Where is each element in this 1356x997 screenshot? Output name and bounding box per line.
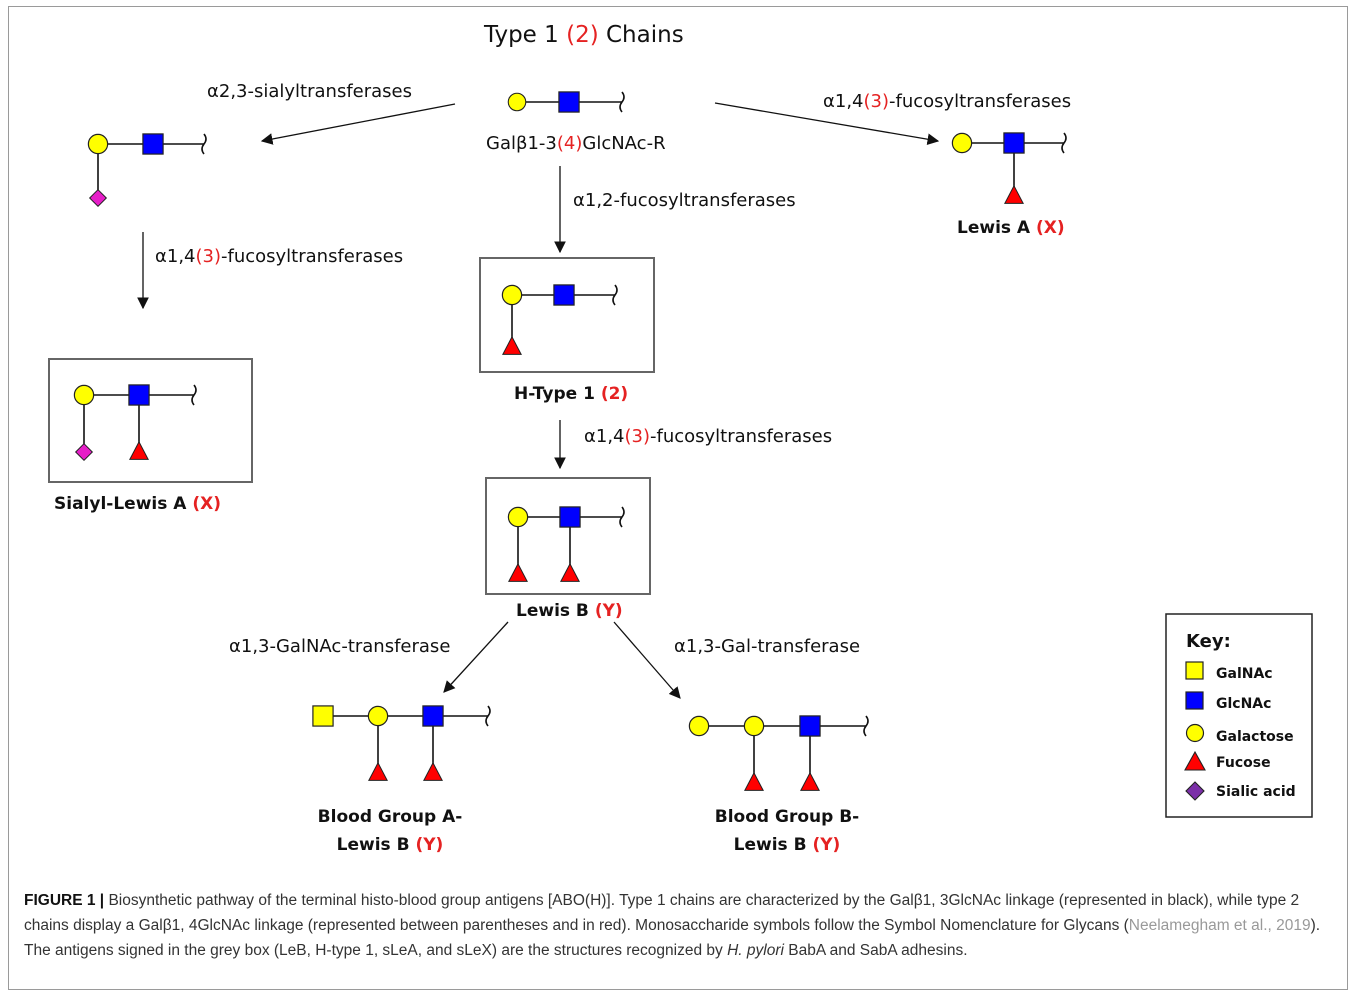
bga-glycan bbox=[323, 705, 491, 772]
caption-species: H. pylori bbox=[727, 942, 784, 959]
sialic-acid-icon bbox=[75, 443, 93, 461]
galactose-icon bbox=[743, 715, 765, 737]
arrows bbox=[137, 102, 940, 699]
caption-label: FIGURE 1 | bbox=[24, 892, 105, 909]
enzyme-fuc14-top: α1,4(3)-fucosyltransferases bbox=[823, 91, 1071, 112]
caption-text-3: BabA and SabA adhesins. bbox=[783, 942, 968, 959]
galactose-icon bbox=[688, 715, 710, 737]
h-type-label: H-Type 1 (2) bbox=[514, 384, 628, 404]
glcnac-icon bbox=[553, 284, 575, 306]
fucose-icon bbox=[368, 762, 388, 781]
key-glcnac: GlcNAc bbox=[1216, 696, 1271, 712]
fucose-icon bbox=[1004, 185, 1024, 204]
key-title: Key: bbox=[1186, 631, 1231, 652]
fucose-icon bbox=[744, 772, 764, 791]
enzyme-galnac-t: α1,3-GalNAc-transferase bbox=[229, 636, 450, 657]
sialyl-lewis-label: Sialyl-Lewis A (X) bbox=[54, 494, 221, 514]
key-box bbox=[1165, 613, 1313, 818]
key-galactose: Galactose bbox=[1216, 729, 1294, 745]
key-fucose: Fucose bbox=[1216, 755, 1271, 771]
glcnac-key-icon bbox=[1185, 691, 1204, 710]
fucose-icon bbox=[423, 762, 443, 781]
glcnac-icon bbox=[128, 384, 150, 406]
galnac-icon bbox=[312, 705, 334, 727]
fucose-icon bbox=[502, 336, 522, 355]
caption-text-2: ). The antigens signed in the grey box (… bbox=[24, 917, 1321, 959]
arrow-lewis-a bbox=[714, 102, 940, 145]
lewis-b-box bbox=[485, 477, 651, 595]
sialic-acid-icon bbox=[89, 189, 107, 207]
galactose-icon bbox=[87, 133, 109, 155]
bgb-glycan bbox=[699, 715, 869, 782]
figure-caption: FIGURE 1 | Biosynthetic pathway of the t… bbox=[24, 888, 1336, 963]
galactose-icon bbox=[507, 92, 527, 112]
glcnac-icon bbox=[799, 715, 821, 737]
enzyme-sialyl: α2,3-sialyltransferases bbox=[207, 81, 412, 102]
galactose-key-icon bbox=[1185, 723, 1205, 743]
galactose-icon bbox=[951, 132, 973, 154]
key-sialic-acid: Sialic acid bbox=[1216, 784, 1296, 800]
galactose-icon bbox=[507, 506, 529, 528]
key-galnac: GalNAc bbox=[1216, 666, 1273, 682]
glcnac-icon bbox=[559, 506, 581, 528]
caption-text: Biosynthetic pathway of the terminal his… bbox=[24, 892, 1300, 934]
bgb-label-line1: Blood Group B- bbox=[715, 807, 859, 827]
fucose-icon bbox=[129, 441, 149, 460]
figure-frame bbox=[8, 6, 1348, 990]
glcnac-icon bbox=[142, 133, 164, 155]
enzyme-fuc12: α1,2-fucosyltransferases bbox=[573, 190, 796, 211]
sialic-acid-key-icon bbox=[1185, 781, 1205, 801]
enzyme-fuc14-mid: α1,4(3)-fucosyltransferases bbox=[584, 426, 832, 447]
galactose-icon bbox=[367, 705, 389, 727]
lewis-a-label: Lewis A (X) bbox=[957, 218, 1065, 238]
bgb-label-line2: Lewis B (Y) bbox=[734, 835, 841, 855]
arrow-bgb bbox=[613, 621, 681, 699]
arrow-sialyl bbox=[260, 103, 456, 145]
fucose-key-icon bbox=[1184, 750, 1206, 771]
glcnac-icon bbox=[422, 705, 444, 727]
arrow-bga bbox=[443, 621, 509, 693]
caption-citation-link[interactable]: Neelamegham et al., 2019 bbox=[1128, 917, 1311, 934]
galnac-key-icon bbox=[1185, 661, 1204, 680]
galactose-icon bbox=[501, 284, 523, 306]
bga-label-line1: Blood Group A- bbox=[318, 807, 463, 827]
enzyme-fuc14-left: α1,4(3)-fucosyltransferases bbox=[155, 246, 403, 267]
h-type-box bbox=[479, 257, 655, 373]
source-label: Galβ1-3(4)GlcNAc-R bbox=[486, 133, 666, 154]
glcnac-icon bbox=[558, 91, 580, 113]
fucose-icon bbox=[800, 772, 820, 791]
diagram-title: Type 1 (2) Chains bbox=[483, 22, 684, 48]
enzyme-gal-t: α1,3-Gal-transferase bbox=[674, 636, 860, 657]
fucose-icon bbox=[560, 563, 580, 582]
lewis-b-label: Lewis B (Y) bbox=[516, 601, 623, 621]
galactose-icon bbox=[73, 384, 95, 406]
bga-label-line2: Lewis B (Y) bbox=[337, 835, 444, 855]
glcnac-icon bbox=[1003, 132, 1025, 154]
fucose-icon bbox=[508, 563, 528, 582]
sialyl-lewis-box bbox=[48, 358, 253, 483]
